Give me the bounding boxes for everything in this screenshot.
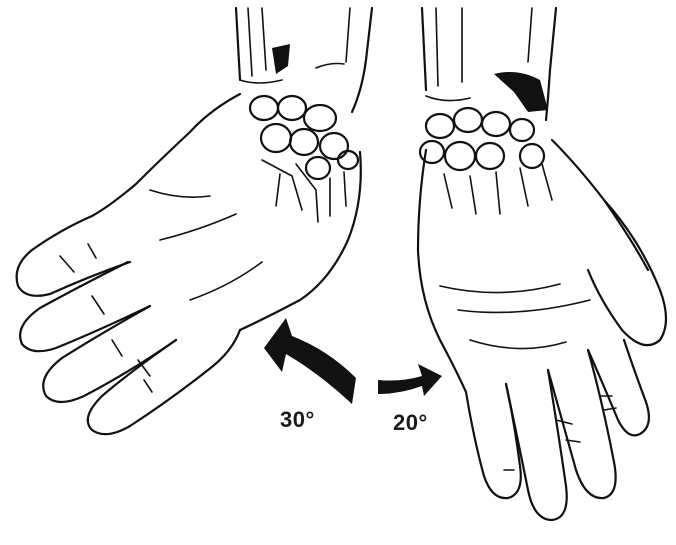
right-finger-ring [506, 370, 567, 520]
right-finger-little [466, 384, 521, 498]
ulnar-deviation-angle-label: 30° [280, 407, 315, 433]
left-carpal-bones [250, 96, 358, 222]
left-hand-edge [208, 330, 240, 370]
left-bone-line [240, 80, 282, 83]
left-knuckle-mark [144, 380, 152, 392]
left-hand-thumb-side-outline [240, 152, 361, 330]
left-knuckle-mark [112, 340, 122, 356]
right-bone-line [436, 8, 438, 86]
left-hand-back-outline [92, 94, 240, 216]
left-ulna-outline [352, 8, 372, 112]
left-radius-outline [236, 8, 240, 80]
left-knuckle-mark [60, 256, 74, 272]
radial-deviation-angle-label: 20° [393, 410, 428, 436]
right-palm-crease [470, 340, 566, 349]
right-thumb [588, 200, 666, 345]
left-hand-crease [150, 190, 210, 197]
right-hand-thumb-side-outline [418, 150, 466, 392]
right-ulna-outline [546, 8, 556, 120]
left-hand-crease [190, 262, 262, 300]
left-finger-middle [20, 262, 150, 351]
left-knuckle-mark [92, 296, 104, 314]
right-bone-line [426, 96, 470, 101]
ulnar-deviation-arrow [264, 318, 356, 404]
right-carpal-bones [420, 108, 552, 214]
left-injury-mark [272, 44, 290, 74]
right-hand-ulnar-outline [552, 140, 648, 270]
left-bone-line [316, 64, 344, 69]
left-hand-crease [160, 214, 236, 240]
left-finger-index [17, 216, 130, 296]
right-radius-outline [422, 8, 426, 90]
right-palm-crease [440, 284, 560, 293]
right-palm-crease [458, 300, 590, 312]
left-bone-line [262, 8, 266, 70]
right-hand-illustration [418, 8, 666, 520]
left-bone-line [248, 8, 252, 76]
right-finger-middle [548, 350, 616, 498]
left-bone-line [346, 8, 350, 62]
radial-deviation-arrow [378, 364, 442, 396]
left-knuckle-mark [88, 244, 96, 258]
right-bone-line [528, 8, 532, 62]
right-injury-mark [494, 72, 548, 112]
